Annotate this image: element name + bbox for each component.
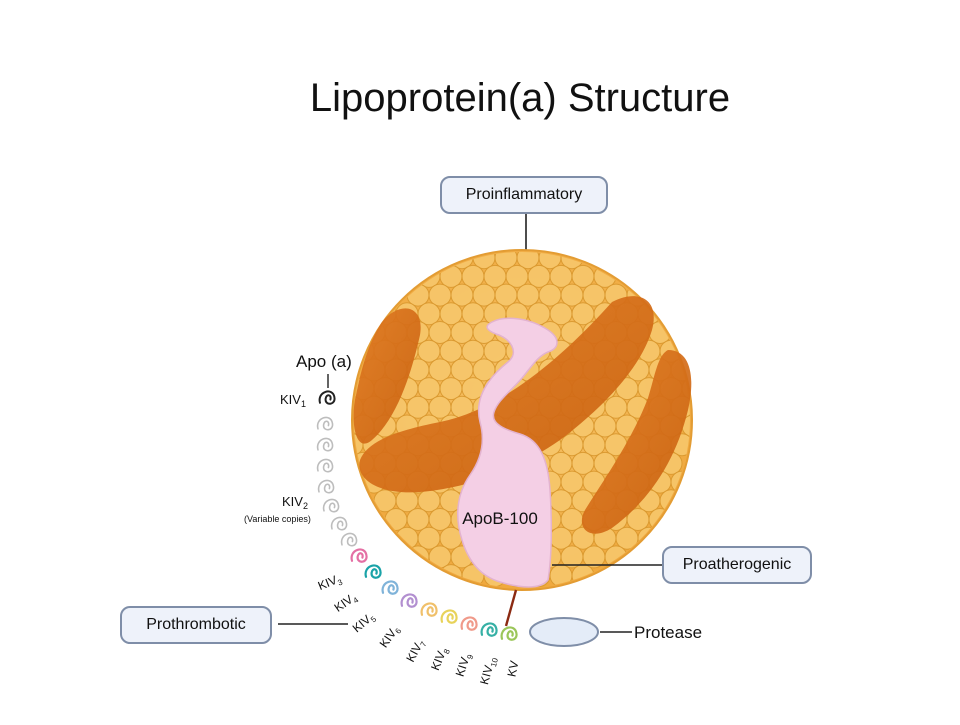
kiv4-kringle [364, 564, 382, 579]
kiv2-kringle [322, 498, 340, 513]
kiv5-kringle [381, 580, 399, 595]
kiv3-label: KIV3 [316, 571, 345, 595]
kiv6-label: KIV6 [377, 622, 404, 651]
kiv2-kringle [316, 416, 334, 431]
proatherogenic-box: Proatherogenic [662, 546, 812, 584]
kv-kringle [500, 626, 518, 641]
surface-protein-bands [353, 296, 692, 534]
lipid-bead [439, 564, 463, 588]
kiv10-kringle [480, 622, 498, 637]
prothrombotic-box: Prothrombotic [120, 606, 272, 644]
kiv2-kringle [317, 479, 335, 494]
kiv2-kringle [316, 458, 334, 473]
kiv6-kringle [400, 593, 418, 608]
kiv8-label: KIV8 [428, 645, 452, 674]
protease-label: Protease [634, 623, 702, 642]
kiv2-label: KIV2 [282, 494, 308, 511]
kiv2-kringle [340, 532, 358, 547]
kiv2-variable-copies: (Variable copies) [244, 514, 311, 524]
kiv2-kringle [330, 516, 348, 531]
kiv7-label: KIV7 [403, 636, 429, 665]
proinflammatory-box: Proinflammatory [440, 176, 608, 214]
kiv5-label: KIV5 [350, 609, 379, 637]
kiv7-kringle [420, 602, 438, 617]
apoa-kringle-chain [316, 390, 518, 641]
apob-apoa-linker [504, 589, 518, 627]
apob-100-shape [457, 317, 558, 588]
page-title: Lipoprotein(a) Structure [309, 76, 731, 120]
kiv9-kringle [460, 616, 478, 631]
protease-ellipse [529, 617, 599, 647]
kiv1-label: KIV1 [280, 392, 306, 409]
apob-label: ApoB-100 [462, 509, 538, 528]
kiv10-label: KIV10 [477, 655, 500, 687]
kiv8-kringle [440, 609, 458, 624]
apoa-label: Apo (a) [296, 352, 352, 371]
kiv2-kringle [316, 437, 334, 452]
kiv1-kringle [318, 390, 336, 405]
kiv3-kringle [350, 548, 368, 563]
kiv9-label: KIV9 [453, 651, 476, 679]
kiv4-label: KIV4 [332, 589, 361, 616]
kv-label: KV [505, 659, 522, 678]
